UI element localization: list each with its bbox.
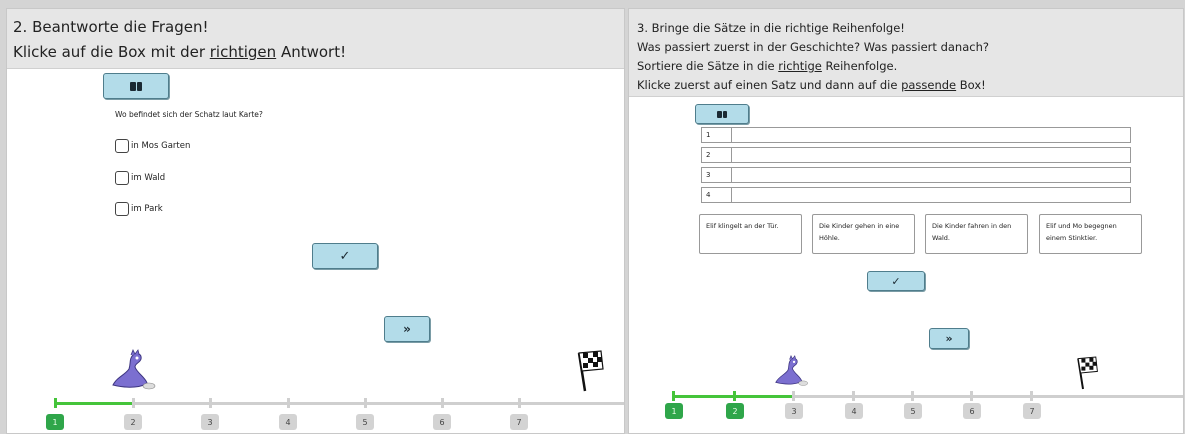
- order-slot-3[interactable]: 3: [701, 167, 1131, 183]
- progress-tick: [911, 391, 914, 401]
- step-7[interactable]: 7: [510, 414, 528, 430]
- step-5[interactable]: 5: [904, 403, 922, 419]
- instruction-text: Box!: [956, 78, 986, 92]
- instruction-text: Klicke zuerst auf einen Satz und dann au…: [637, 78, 902, 92]
- sentence-card-3[interactable]: Die Kinder fahren in den Wald.: [925, 214, 1028, 254]
- slot-number: 2: [702, 148, 732, 162]
- progress-tick: [518, 398, 521, 408]
- progress-tick: [441, 398, 444, 408]
- sentence-card-1[interactable]: Elif klingelt an der Tür.: [699, 214, 802, 254]
- option-label: im Park: [131, 204, 163, 214]
- left-exercise-panel: 2. Beantworte die Fragen! Klicke auf die…: [6, 8, 625, 434]
- step-2[interactable]: 2: [124, 414, 142, 430]
- progress-tick: [672, 391, 675, 401]
- instruction-line-1: 3. Bringe die Sätze in die richtige Reih…: [637, 21, 905, 35]
- instruction-line-2: Klicke auf die Box mit der richtigen Ant…: [13, 40, 624, 65]
- question-text: Wo befindet sich der Schatz laut Karte?: [115, 110, 263, 119]
- slot-number: 3: [702, 168, 732, 182]
- instruction-text: Klicke auf die Box mit der: [13, 43, 210, 61]
- step-6[interactable]: 6: [963, 403, 981, 419]
- step-3[interactable]: 3: [785, 403, 803, 419]
- next-button[interactable]: »: [929, 328, 969, 349]
- next-button[interactable]: »: [384, 316, 430, 342]
- step-3[interactable]: 3: [201, 414, 219, 430]
- option-label: im Wald: [131, 173, 166, 183]
- book-icon: [130, 81, 142, 91]
- progress-tick: [792, 391, 795, 401]
- progress-tick: [733, 391, 736, 401]
- instruction-line-3: Sortiere die Sätze in die richtige Reihe…: [637, 57, 1183, 76]
- next-label: »: [403, 322, 411, 336]
- instruction-header: 2. Beantworte die Fragen! Klicke auf die…: [7, 9, 624, 69]
- slot-number: 1: [702, 128, 732, 142]
- book-icon: [717, 110, 727, 118]
- instruction-text: Reihenfolge.: [821, 59, 898, 73]
- step-6[interactable]: 6: [433, 414, 451, 430]
- read-text-button[interactable]: [103, 73, 169, 99]
- check-icon: ✓: [339, 248, 351, 264]
- step-4[interactable]: 4: [845, 403, 863, 419]
- step-7[interactable]: 7: [1023, 403, 1041, 419]
- instruction-header: 3. Bringe die Sätze in die richtige Reih…: [629, 9, 1183, 97]
- slot-number: 4: [702, 188, 732, 202]
- answer-option-3[interactable]: im Park: [115, 202, 163, 216]
- instruction-line-2: Was passiert zuerst in der Geschichte? W…: [637, 40, 989, 54]
- step-2[interactable]: 2: [726, 403, 744, 419]
- checkbox[interactable]: [115, 171, 129, 185]
- progress-tick: [852, 391, 855, 401]
- progress-tick: [209, 398, 212, 408]
- order-slot-1[interactable]: 1: [701, 127, 1131, 143]
- progress-track: [673, 395, 1183, 398]
- progress-tick: [970, 391, 973, 401]
- progress-tick: [1030, 391, 1033, 401]
- progress-tick: [287, 398, 290, 408]
- dragon-mascot-icon: [775, 355, 808, 386]
- step-5[interactable]: 5: [356, 414, 374, 430]
- instruction-emphasis: richtige: [778, 59, 822, 73]
- checkbox[interactable]: [115, 139, 129, 153]
- progress-track-completed: [55, 402, 133, 405]
- next-label: »: [945, 332, 953, 345]
- instruction-text: Sortiere die Sätze in die: [637, 59, 779, 73]
- check-answer-button[interactable]: ✓: [312, 243, 378, 269]
- sentence-card-4[interactable]: Elif und Mo begegnen einem Stinktier.: [1039, 214, 1142, 254]
- read-text-button[interactable]: [695, 104, 749, 124]
- dragon-mascot-icon: [112, 349, 156, 390]
- right-exercise-panel: 3. Bringe die Sätze in die richtige Reih…: [628, 8, 1184, 434]
- answer-option-2[interactable]: im Wald: [115, 171, 165, 185]
- order-slot-2[interactable]: 2: [701, 147, 1131, 163]
- sentence-card-2[interactable]: Die Kinder gehen in eine Höhle.: [812, 214, 915, 254]
- step-1[interactable]: 1: [46, 414, 64, 430]
- instruction-emphasis: passende: [901, 78, 957, 92]
- instruction-line-4: Klicke zuerst auf einen Satz und dann au…: [637, 76, 1183, 95]
- finish-flag-icon: [1077, 356, 1098, 390]
- progress-tick: [132, 398, 135, 408]
- check-answer-button[interactable]: ✓: [867, 271, 925, 291]
- answer-option-1[interactable]: in Mos Garten: [115, 139, 190, 153]
- instruction-line-1: 2. Beantworte die Fragen!: [13, 18, 209, 36]
- progress-tick: [54, 398, 57, 408]
- step-1[interactable]: 1: [665, 403, 683, 419]
- finish-flag-icon: [577, 350, 604, 392]
- instruction-emphasis: richtigen: [209, 43, 277, 61]
- progress-tick: [364, 398, 367, 408]
- step-4[interactable]: 4: [279, 414, 297, 430]
- progress-track: [55, 402, 624, 405]
- checkbox[interactable]: [115, 202, 129, 216]
- instruction-text: Antwort!: [276, 43, 347, 61]
- order-slot-4[interactable]: 4: [701, 187, 1131, 203]
- option-label: in Mos Garten: [131, 141, 191, 151]
- check-icon: ✓: [891, 274, 901, 288]
